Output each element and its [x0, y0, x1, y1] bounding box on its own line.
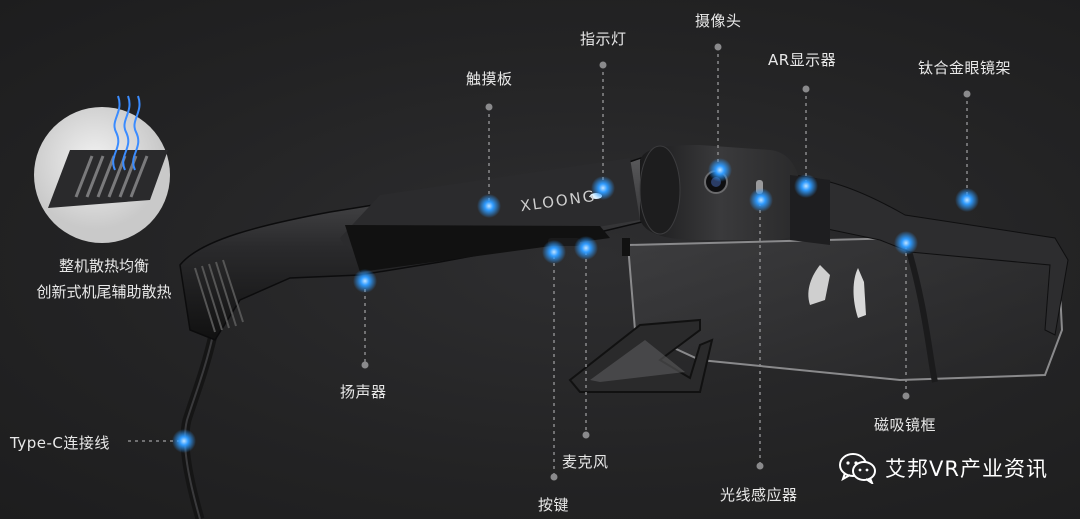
- label-ar-display: AR显示器: [768, 51, 837, 69]
- label-microphone: 麦克风: [562, 453, 609, 471]
- label-magnetic-frame: 磁吸镜框: [874, 416, 937, 434]
- label-titanium-frame: 钛合金眼镜架: [918, 59, 1012, 77]
- heat-line-2: 创新式机尾辅助散热: [36, 283, 172, 301]
- watermark-text: 艾邦VR产业资讯: [885, 457, 1048, 481]
- wechat-icon: [839, 453, 877, 484]
- label-speaker: 扬声器: [340, 383, 387, 401]
- label-typec: Type-C连接线: [10, 434, 110, 452]
- label-button: 按键: [538, 496, 570, 514]
- label-indicator: 指示灯: [580, 30, 627, 48]
- heat-line-1: 整机散热均衡: [58, 257, 149, 275]
- heat-description: 整机散热均衡 创新式机尾辅助散热: [24, 253, 184, 305]
- heat-vent-icon: [34, 95, 170, 243]
- callout-markers: [172, 158, 979, 453]
- label-touchpad: 触摸板: [466, 70, 513, 88]
- watermark: 艾邦VR产业资讯: [839, 452, 1048, 484]
- label-camera: 摄像头: [695, 12, 742, 30]
- label-light-sensor: 光线感应器: [720, 486, 798, 504]
